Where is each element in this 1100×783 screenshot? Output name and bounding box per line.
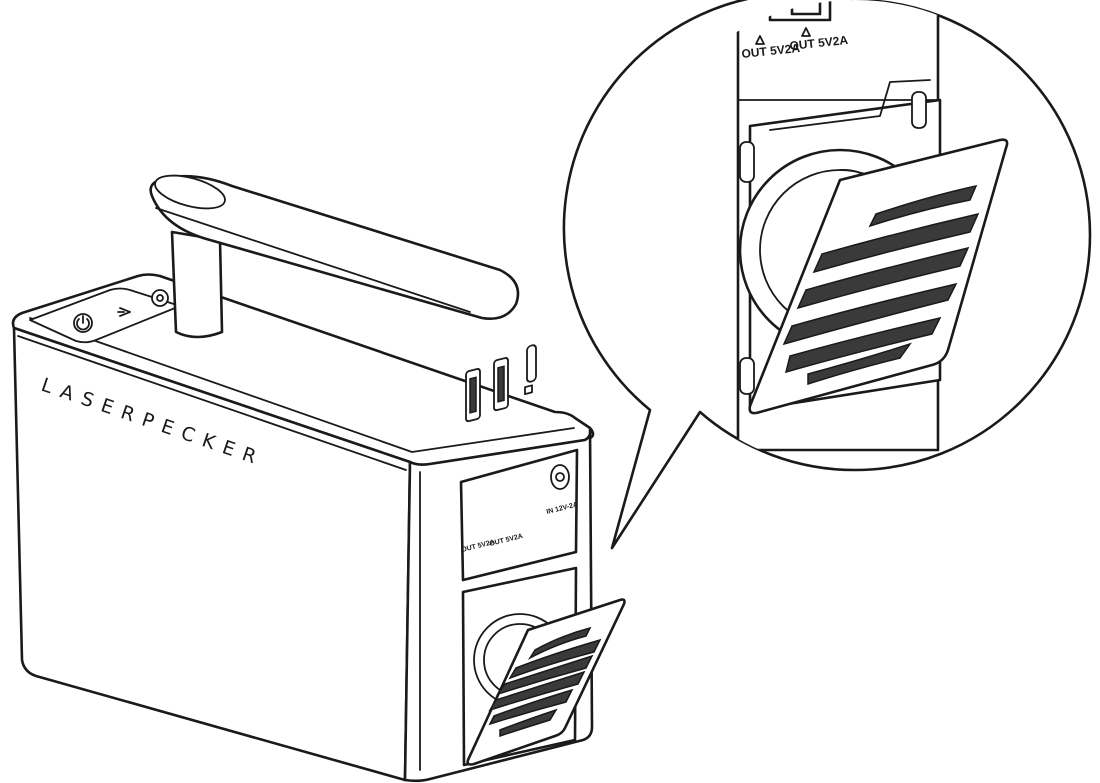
power-icon — [76, 315, 90, 331]
fan-cover[interactable] — [466, 598, 626, 766]
mode-button[interactable] — [151, 289, 169, 307]
device-body — [11, 273, 595, 783]
usb-port-1[interactable] — [465, 368, 481, 423]
zoom-fan-cover-slots — [782, 184, 980, 386]
dc-in-port[interactable] — [550, 464, 570, 490]
zoom-fan-cover[interactable] — [748, 138, 1009, 415]
zoom-port-label-1: OUT 5V2A — [741, 41, 801, 61]
usb-c-port[interactable] — [524, 344, 537, 396]
zoom-callout: OUT 5V2A OUT 5V2A — [562, 0, 1092, 550]
laser-icon — [117, 307, 131, 317]
top-control-panel — [29, 287, 181, 344]
power-button[interactable] — [73, 313, 93, 333]
zoom-port-label-2: OUT 5V2A — [789, 33, 849, 53]
io-port-panel: OUT 5V2A OUT 5V2A IN 12V-2A — [459, 344, 579, 582]
fan-cover-slots — [488, 626, 602, 738]
laser-arm — [149, 174, 520, 339]
usb-port-2[interactable] — [493, 357, 509, 412]
